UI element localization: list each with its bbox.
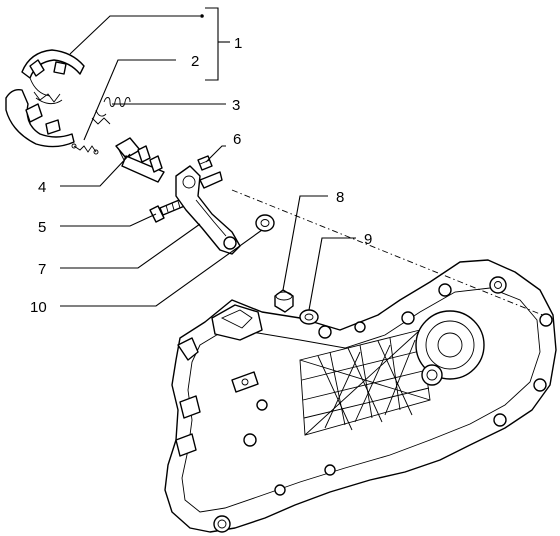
- leader-dot: [200, 14, 204, 18]
- washer-icon: [299, 309, 319, 325]
- spring-icon: [91, 97, 131, 125]
- bracket-group-1: [205, 7, 219, 81]
- pin-icon: [274, 289, 294, 313]
- callout-labels: 1 2 3 4 5 6 7 8 9 10: [30, 35, 372, 316]
- cam-shaft-icon: [115, 137, 165, 183]
- callout-9: 9: [364, 231, 372, 248]
- callout-4: 4: [38, 179, 46, 196]
- crankcase-icon: [164, 259, 557, 533]
- callout-1: 1: [234, 35, 242, 52]
- spring-icon: [71, 143, 99, 155]
- callout-10: 10: [30, 299, 47, 316]
- brake-shoe-pair-icon: [5, 49, 85, 148]
- washer-icon: [255, 214, 275, 232]
- callout-8: 8: [336, 189, 344, 206]
- callout-2: 2: [191, 53, 199, 70]
- lever-icon: [175, 165, 241, 255]
- callout-5: 5: [38, 219, 46, 236]
- callout-7: 7: [38, 261, 46, 278]
- callout-6: 6: [233, 131, 241, 148]
- assembly-axis-line: [231, 189, 546, 317]
- leader-lines: [60, 7, 356, 311]
- callout-3: 3: [232, 97, 240, 114]
